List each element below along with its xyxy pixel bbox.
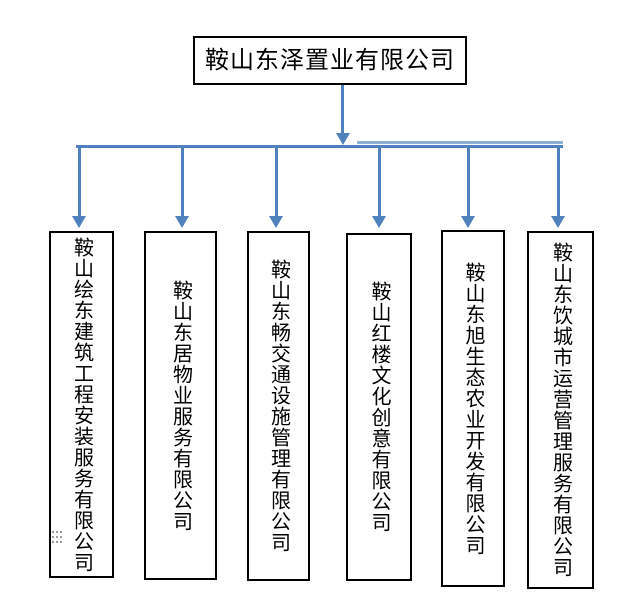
connector-stem [341, 85, 344, 133]
arrow-down-icon [175, 216, 189, 228]
drag-handle-dots-icon[interactable] [52, 531, 64, 545]
org-node: 鞍山东旭生态农业开发有限公司 [441, 230, 505, 587]
org-node-label: 鞍山红楼文化创意有限公司 [368, 281, 390, 533]
org-node-label: 鞍山绘东建筑工程安装服务有限公司 [70, 236, 93, 573]
org-node: 鞍山红楼文化创意有限公司 [346, 233, 412, 581]
org-node: 鞍山东居物业服务有限公司 [144, 231, 217, 580]
arrow-down-icon [372, 216, 386, 228]
connector-drop [378, 148, 381, 216]
org-node: 鞍山东畅交通设施管理有限公司 [247, 231, 310, 581]
arrow-down-icon [269, 216, 283, 228]
org-node-label: 鞍山东饮城市运营管理服务有限公司 [549, 242, 572, 578]
connector-hline-light [357, 141, 563, 144]
connector-drop [557, 148, 560, 216]
arrow-down-icon [72, 216, 86, 228]
org-node-root: 鞍山东泽置业有限公司 [193, 36, 467, 85]
arrow-down-icon [551, 216, 565, 228]
org-node-root-label: 鞍山东泽置业有限公司 [205, 47, 455, 74]
org-node: 鞍山绘东建筑工程安装服务有限公司 [49, 231, 114, 578]
connector-drop [78, 148, 81, 216]
arrow-down-icon [336, 133, 350, 145]
connector-drop [181, 148, 184, 216]
org-node-label: 鞍山东旭生态农业开发有限公司 [462, 261, 484, 556]
org-node: 鞍山东饮城市运营管理服务有限公司 [527, 231, 594, 589]
connector-drop [467, 148, 470, 216]
connector-hline [76, 145, 563, 148]
org-node-label: 鞍山东畅交通设施管理有限公司 [267, 259, 290, 553]
arrow-down-icon [461, 216, 475, 228]
connector-drop [275, 148, 278, 216]
org-node-label: 鞍山东居物业服务有限公司 [169, 279, 192, 532]
